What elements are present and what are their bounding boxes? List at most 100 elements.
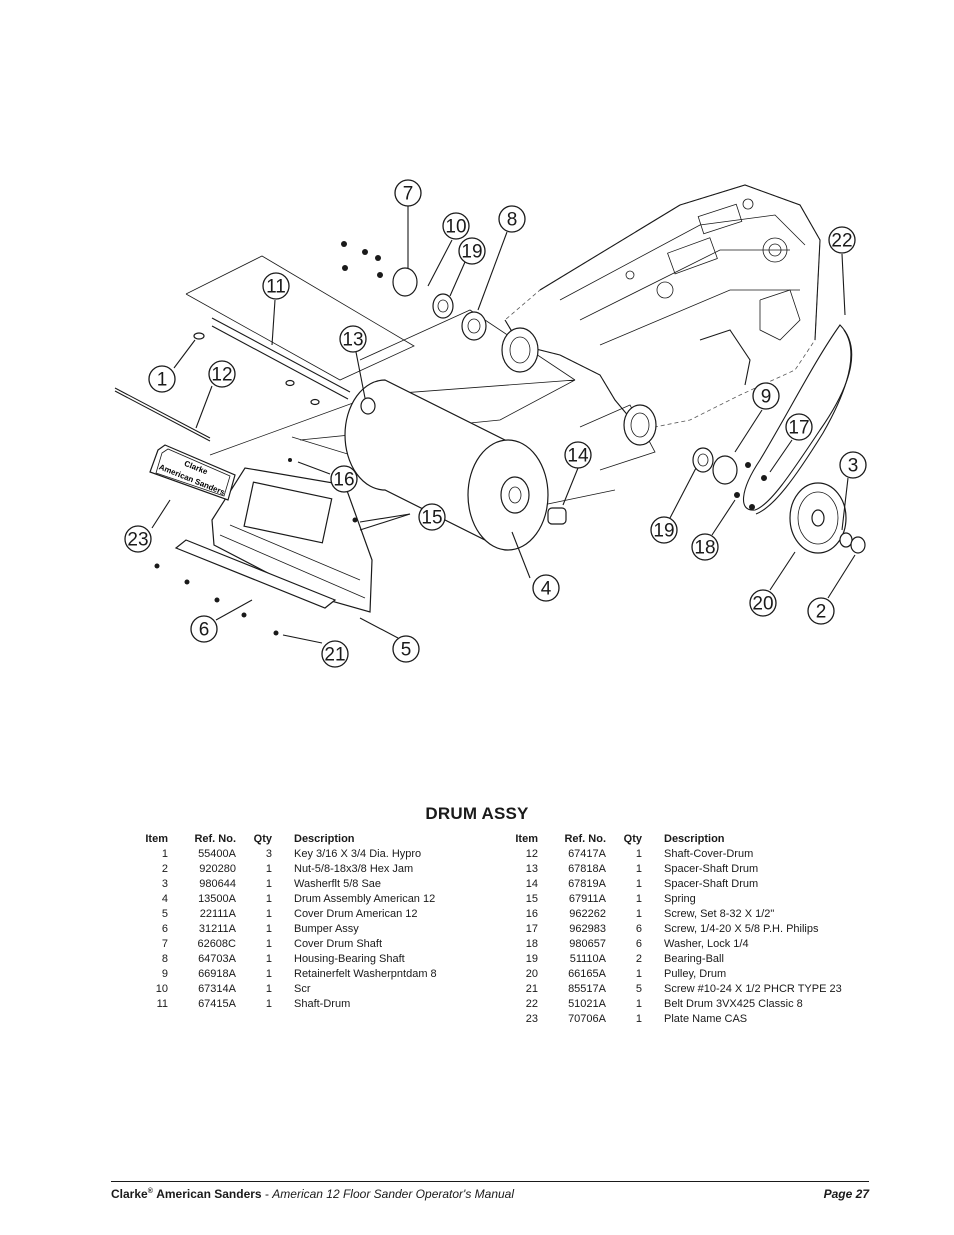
cell-desc: Pulley, Drum	[664, 968, 727, 980]
cell-qty: 1	[635, 1013, 642, 1025]
footer-company: American Sanders	[156, 1187, 262, 1201]
cell-desc: Belt Drum 3VX425 Classic 8	[664, 998, 803, 1010]
cell-desc: Housing-Bearing Shaft	[294, 953, 405, 965]
column-gap	[642, 877, 664, 892]
cell-desc: Washerflt 5/8 Sae	[294, 878, 382, 890]
leader-lines	[151, 206, 856, 644]
column-gap	[272, 907, 294, 922]
registered-mark: ®	[147, 1188, 153, 1195]
table-row: 7 62608C 1 Cover Drum Shaft	[140, 937, 437, 952]
callout-label: 18	[694, 538, 715, 559]
callout-label: 17	[788, 418, 809, 439]
callout-2: 2	[807, 597, 835, 625]
cell-ref: 67314A	[198, 983, 236, 995]
cell-qty: 1	[265, 863, 272, 875]
column-gap	[642, 922, 664, 937]
cell-desc: Shaft-Cover-Drum	[664, 848, 754, 860]
cell-item: 11	[156, 998, 168, 1010]
callout-21: 21	[321, 640, 349, 668]
header-qty: Qty	[253, 833, 272, 845]
cell-qty: 1	[265, 938, 272, 950]
callout-label: 20	[752, 594, 773, 615]
cell-desc: Cover Drum Shaft	[294, 938, 383, 950]
cell-qty: 5	[635, 983, 642, 995]
cell-qty: 1	[635, 893, 642, 905]
cell-item: 15	[525, 893, 538, 905]
cell-desc: Washer, Lock 1/4	[664, 938, 749, 950]
bearing-and-spacers	[341, 241, 767, 525]
cell-desc: Screw #10-24 X 1/2 PHCR TYPE 23	[664, 983, 842, 995]
cell-item: 7	[161, 938, 168, 950]
column-gap	[272, 982, 294, 997]
callout-6: 6	[190, 615, 218, 643]
column-gap	[642, 952, 664, 967]
callout-label: 4	[541, 579, 552, 600]
column-gap	[272, 847, 294, 862]
callout-5: 5	[392, 635, 420, 663]
column-gap	[642, 937, 664, 952]
cell-qty: 1	[265, 953, 272, 965]
callout-16: 16	[330, 465, 358, 493]
callout-22: 22	[828, 226, 856, 254]
callout-label: 19	[653, 521, 674, 542]
column-gap	[272, 937, 294, 952]
cell-qty: 1	[635, 878, 642, 890]
callout-label: 19	[461, 242, 482, 263]
cell-qty: 1	[635, 863, 642, 875]
cell-item: 18	[525, 938, 538, 950]
footer-separator: -	[261, 1187, 273, 1201]
cell-qty: 6	[635, 923, 642, 935]
cell-desc: Screw, 1/4-20 X 5/8 P.H. Philips	[664, 923, 819, 935]
cell-ref: 67415A	[198, 998, 236, 1010]
header-ref: Ref. No.	[564, 833, 606, 845]
column-gap	[272, 922, 294, 937]
section-title: DRUM ASSY	[425, 804, 529, 823]
cell-ref: 13500A	[198, 893, 236, 905]
cell-desc: Shaft-Drum	[294, 998, 351, 1010]
nameplate: Clarke American Sanders	[149, 444, 236, 501]
cell-item: 9	[161, 968, 168, 980]
column-gap	[272, 832, 294, 847]
callout-label: 22	[831, 231, 852, 252]
cell-ref: 51110A	[569, 953, 606, 965]
header-desc: Description	[664, 833, 725, 845]
cell-item: 1	[161, 848, 168, 860]
cell-ref: 67417A	[568, 848, 606, 860]
callout-18: 18	[691, 533, 719, 561]
callout-13: 13	[339, 325, 367, 353]
cell-ref: 62608C	[197, 938, 236, 950]
drum-shaft	[114, 317, 351, 442]
cell-qty: 1	[635, 848, 642, 860]
cell-qty: 1	[265, 923, 272, 935]
cell-qty: 1	[265, 908, 272, 920]
footer-rule	[111, 1181, 869, 1182]
callout-label: 23	[127, 530, 148, 551]
callout-3: 3	[839, 451, 867, 479]
cell-desc: Spacer-Shaft Drum	[664, 878, 759, 890]
cell-ref: 980657	[569, 938, 606, 950]
header-desc: Description	[294, 833, 355, 845]
cell-desc: Screw, Set 8-32 X 1/2"	[664, 908, 775, 920]
cell-item: 10	[155, 983, 168, 995]
callout-10: 10	[442, 212, 470, 240]
callout-19-bottom: 19	[650, 516, 678, 544]
callout-label: 11	[266, 277, 286, 298]
cell-qty: 1	[635, 908, 642, 920]
callout-label: 12	[211, 365, 232, 386]
footer-brand: Clarke	[111, 1187, 148, 1201]
cell-ref: 67819A	[568, 878, 606, 890]
page-footer: Clarke® American Sanders - American 12 F…	[111, 1187, 869, 1201]
column-gap	[272, 967, 294, 982]
cell-qty: 1	[635, 998, 642, 1010]
